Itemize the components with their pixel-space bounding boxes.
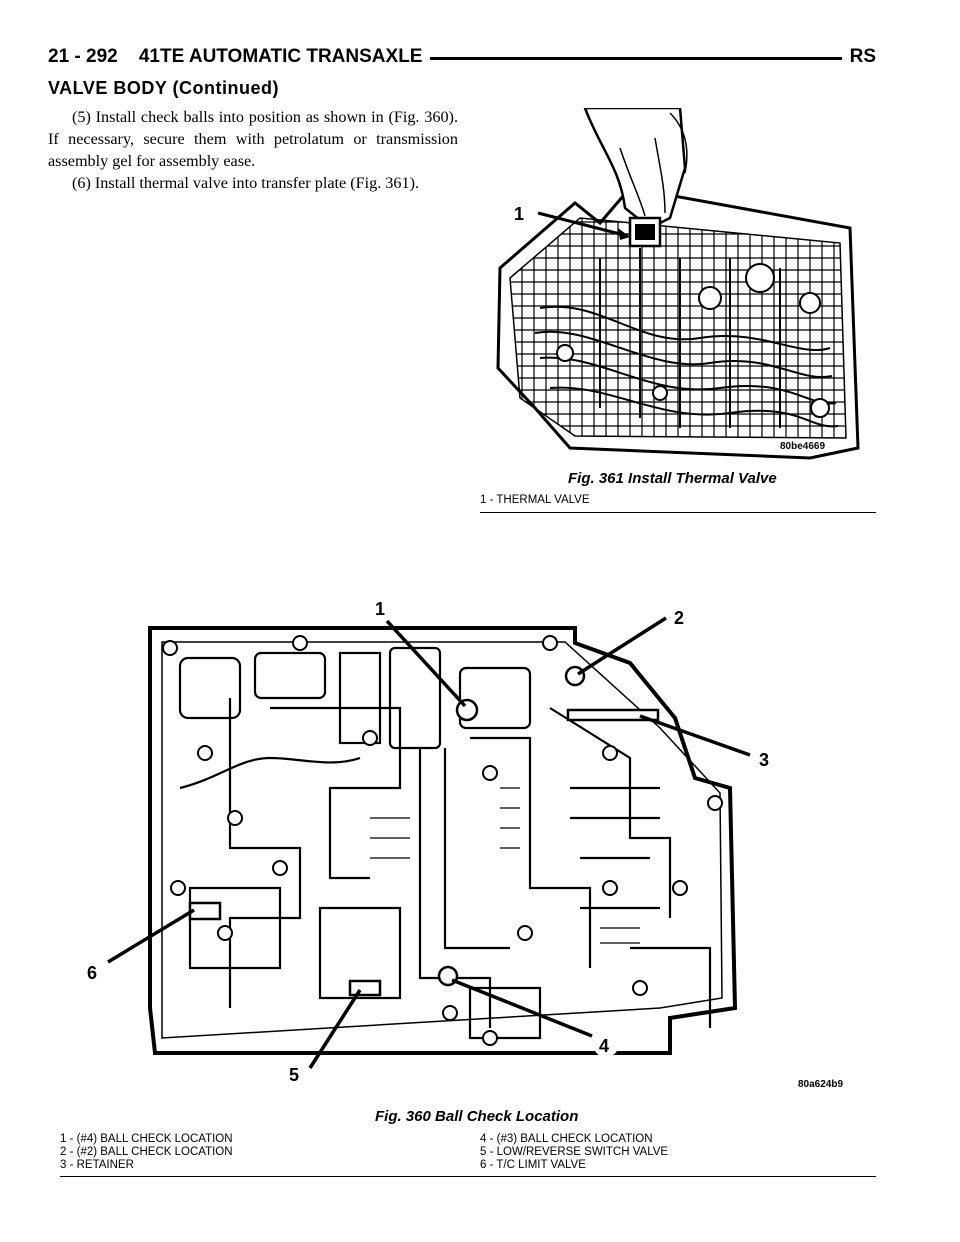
step-6: (6) Install thermal valve into transfer … bbox=[72, 174, 420, 192]
page-ref: 21 - 292 bbox=[48, 46, 118, 67]
fig361-callout-1: 1 bbox=[514, 204, 524, 224]
fig360-legend-item: 6 - T/C LIMIT VALVE bbox=[480, 1159, 586, 1171]
fig360-callout-6: 6 bbox=[87, 963, 97, 983]
fig361-caption: Fig. 361 Install Thermal Valve bbox=[568, 470, 777, 487]
fig360-callout-1: 1 bbox=[375, 599, 385, 619]
fig360-callout-4: 4 bbox=[599, 1036, 609, 1056]
model-code: RS bbox=[841, 46, 876, 68]
fig360-legend-item: 2 - (#2) BALL CHECK LOCATION bbox=[60, 1146, 233, 1158]
header-rule bbox=[48, 57, 876, 60]
header-left: 21 - 292 41TE AUTOMATIC TRANSAXLE bbox=[48, 46, 431, 68]
fig361-legend-item: 1 - THERMAL VALVE bbox=[480, 494, 590, 506]
fig360-callout-3: 3 bbox=[759, 750, 769, 770]
fig360-callout-5: 5 bbox=[289, 1065, 299, 1085]
manual-title: 41TE AUTOMATIC TRANSAXLE bbox=[138, 46, 423, 67]
fig360-image-code: 80a624b9 bbox=[798, 1079, 843, 1090]
fig361-rule bbox=[480, 512, 876, 513]
fig360-rule bbox=[60, 1176, 876, 1177]
fig360-callout-2: 2 bbox=[674, 608, 684, 628]
fig361-legend: 1 - THERMAL VALVE bbox=[480, 494, 590, 507]
fig361-illustration: 1 80be4669 bbox=[480, 108, 876, 464]
fig360-legend-item: 3 - RETAINER bbox=[60, 1159, 134, 1171]
fig360-legend-item: 1 - (#4) BALL CHECK LOCATION bbox=[60, 1133, 233, 1145]
section-title: VALVE BODY (Continued) bbox=[48, 78, 279, 98]
instruction-text: (5) Install check balls into position as… bbox=[48, 106, 458, 194]
fig361-image-code: 80be4669 bbox=[780, 441, 825, 452]
fig360-legend-left: 1 - (#4) BALL CHECK LOCATION 2 - (#2) BA… bbox=[60, 1133, 233, 1172]
fig360-legend-right: 4 - (#3) BALL CHECK LOCATION 5 - LOW/REV… bbox=[480, 1133, 668, 1172]
fig360-legend-item: 5 - LOW/REVERSE SWITCH VALVE bbox=[480, 1146, 669, 1158]
fig360-legend-item: 4 - (#3) BALL CHECK LOCATION bbox=[480, 1133, 653, 1145]
step-5: (5) Install check balls into position as… bbox=[48, 108, 458, 170]
fig360-illustration: 1 2 3 4 5 6 80a624b9 bbox=[70, 588, 860, 1108]
page-header: 21 - 292 41TE AUTOMATIC TRANSAXLE RS bbox=[48, 44, 876, 74]
fig360-caption: Fig. 360 Ball Check Location bbox=[375, 1108, 579, 1125]
